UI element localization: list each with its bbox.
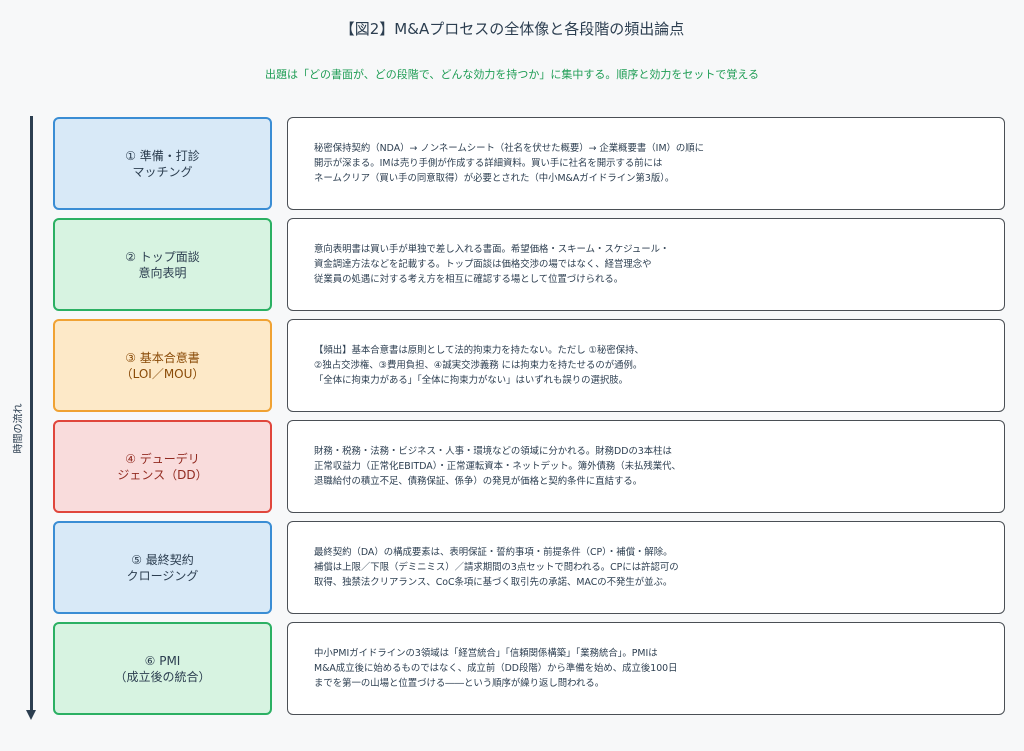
stage-description-5: 最終契約（DA）の構成要素は、表明保証・誓約事項・前提条件（CP）・補償・解除。…: [287, 521, 1005, 614]
description-line: までを第一の山場と位置づける――という順序が繰り返し問われる。: [314, 678, 605, 689]
timeline-label-text: 時間の流れ: [13, 403, 25, 453]
stage-description-3: 【頻出】基本合意書は原則として法的拘束力を持たない。ただし ①秘密保持、 ②独占…: [287, 319, 1005, 412]
stage-description-1: 秘密保持契約（NDA）→ ノンネームシート（社名を伏せた概要）→ 企業概要書（I…: [287, 117, 1005, 210]
timeline-arrow-icon: [26, 710, 36, 720]
description-line: 正常収益力（正常化EBITDA）・正常運転資本・ネットデット。簿外債務（未払残業…: [314, 461, 681, 472]
stage-description-4: 財務・税務・法務・ビジネス・人事・環境などの領域に分かれる。財務DDの3本柱は …: [287, 420, 1005, 513]
stage-description-6: 中小PMIガイドラインの3領域は「経営統合」「信頼関係構築」「業務統合」。PMI…: [287, 622, 1005, 715]
stage-box-5: ⑤ 最終契約 クロージング: [53, 521, 272, 614]
stage-box-6: ⑥ PMI （成立後の統合）: [53, 622, 272, 715]
stage-label-line: （成立後の統合）: [114, 669, 211, 684]
page-title: 【図2】M&Aプロセスの全体像と各段階の頻出論点: [339, 20, 685, 38]
stage-label-line: 意向表明: [138, 265, 187, 280]
stage-box-1: ① 準備・打診 マッチング: [53, 117, 272, 210]
description-line: ②独占交渉権、③費用負担、④誠実交渉義務 には拘束力を持たせるのが通例。: [314, 360, 643, 371]
stage-label-line: ② トップ面談: [125, 249, 200, 264]
description-line: 補償は上限／下限（デミニミス）／請求期間の3点セットで問われる。CPには許認可の: [314, 562, 679, 573]
description-line: 開示が深まる。IMは売り手側が作成する詳細資料。買い手に社名を開示する前には: [314, 158, 663, 169]
stage-label-line: クロージング: [126, 568, 199, 583]
timeline-label: 時間の流れ: [0, 398, 34, 458]
stage-label-line: ③ 基本合意書: [125, 350, 200, 365]
description-line: M&A成立後に始めるものではなく、成立前（DD段階）から準備を始め、成立後100…: [314, 663, 678, 674]
stage-label-line: マッチング: [132, 164, 193, 179]
stage-box-3: ③ 基本合意書 （LOI／MOU）: [53, 319, 272, 412]
timeline-axis: [30, 116, 33, 712]
stage-label-line: （LOI／MOU）: [120, 366, 205, 381]
stage-description-2: 意向表明書は買い手が単独で差し入れる書面。希望価格・スキーム・スケジュール・ 資…: [287, 218, 1005, 311]
description-line: 中小PMIガイドラインの3領域は「経営統合」「信頼関係構築」「業務統合」。PMI…: [314, 648, 658, 659]
stage-label-line: ⑤ 最終契約: [131, 552, 194, 567]
description-line: 【頻出】基本合意書は原則として法的拘束力を持たない。ただし ①秘密保持、: [314, 345, 644, 356]
description-line: 「全体に拘束力がある」「全体に拘束力がない」はいずれも誤りの選択肢。: [314, 375, 629, 386]
stage-label-line: ① 準備・打診: [125, 148, 200, 163]
stage-label-line: ④ デューデリ: [125, 451, 200, 466]
description-line: 意向表明書は買い手が単独で差し入れる書面。希望価格・スキーム・スケジュール・: [314, 244, 670, 255]
description-line: 財務・税務・法務・ビジネス・人事・環境などの領域に分かれる。財務DDの3本柱は: [314, 446, 672, 457]
stage-box-4: ④ デューデリ ジェンス（DD）: [53, 420, 272, 513]
description-line: ネームクリア（買い手の同意取得）が必要とされた（中小M&Aガイドライン第3版）。: [314, 173, 675, 184]
stage-label-line: ジェンス（DD）: [117, 467, 208, 482]
description-line: 従業員の処遇に対する考え方を相互に確認する場として位置づけられる。: [314, 274, 624, 285]
description-line: 退職給付の積立不足、債務保証、係争）の発見が価格と契約条件に直結する。: [314, 476, 643, 487]
page-subtitle: 出題は「どの書面が、どの段階で、どんな効力を持つか」に集中する。順序と効力をセッ…: [264, 68, 759, 81]
description-line: 最終契約（DA）の構成要素は、表明保証・誓約事項・前提条件（CP）・補償・解除。: [314, 547, 673, 558]
description-line: 取得、独禁法クリアランス、CoC条項に基づく取引先の承諾、MACの不発生が並ぶ。: [314, 577, 673, 588]
description-line: 資金調達方法などを記載する。トップ面談は価格交渉の場ではなく、経営理念や: [314, 259, 652, 270]
stage-label-line: ⑥ PMI: [144, 653, 181, 668]
description-line: 秘密保持契約（NDA）→ ノンネームシート（社名を伏せた概要）→ 企業概要書（I…: [314, 143, 705, 154]
stage-box-2: ② トップ面談 意向表明: [53, 218, 272, 311]
